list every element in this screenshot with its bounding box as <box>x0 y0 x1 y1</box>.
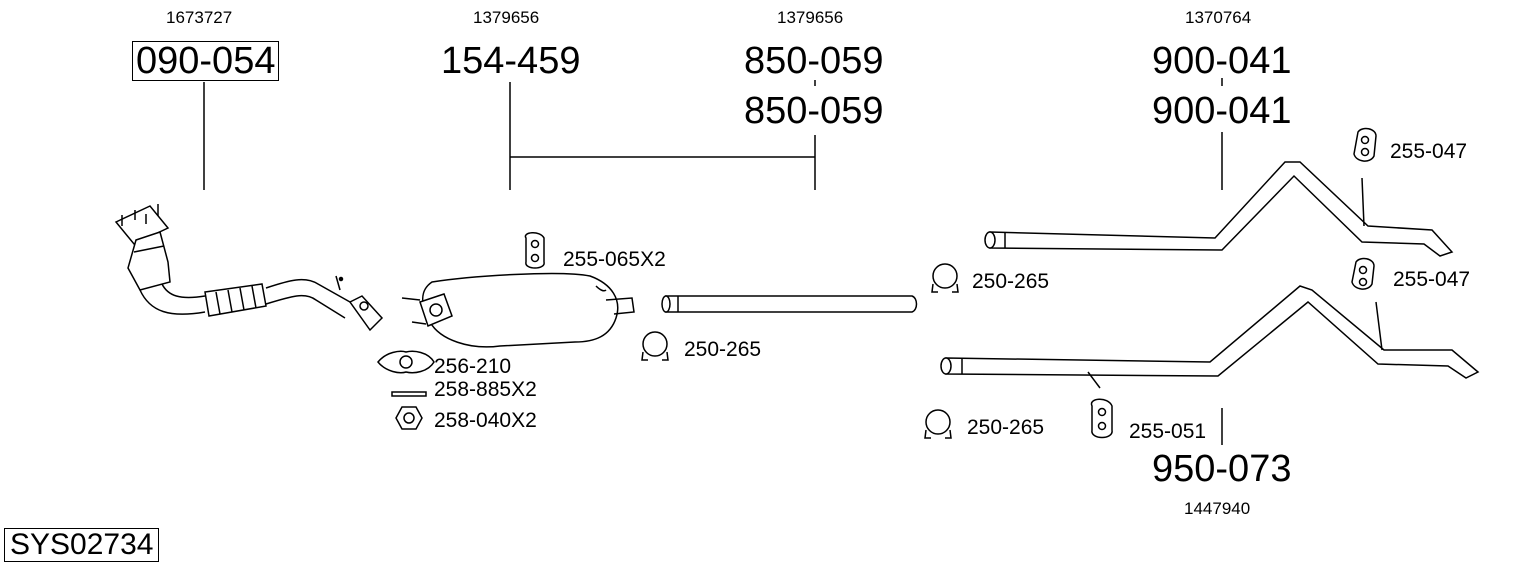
part-number-link[interactable]: 090-054 <box>132 41 280 81</box>
accessory-label[interactable]: 255-047 <box>1390 140 1468 163</box>
accessory-label[interactable]: 250-265 <box>972 270 1050 293</box>
oe-number: 1379656 <box>777 8 844 27</box>
accessory-label[interactable]: 255-051 <box>1129 420 1207 443</box>
accessory-label[interactable]: 258-040X2 <box>434 409 537 432</box>
oe-number: 1447940 <box>1184 499 1251 518</box>
part-number-link[interactable]: 154-459 <box>441 40 581 82</box>
system-code: SYS02734 <box>4 528 160 562</box>
oe-number: 1379656 <box>473 8 540 27</box>
part-number-link[interactable]: 900-041 <box>1152 40 1292 82</box>
hanger-icon <box>1351 257 1375 290</box>
part-number-link[interactable]: 950-073 <box>1152 448 1292 490</box>
front-pipe-catalyst <box>114 204 384 332</box>
middle-silencer <box>401 272 635 348</box>
clamp-icon <box>924 409 952 439</box>
accessory-label[interactable]: 255-065X2 <box>563 248 666 271</box>
part-number-link[interactable]: 900-041 <box>1152 90 1292 132</box>
clamp-icon <box>641 331 669 361</box>
oe-number: 1370764 <box>1185 8 1252 27</box>
accessory-label[interactable]: 255-047 <box>1393 268 1471 291</box>
accessory-label[interactable]: 250-265 <box>684 338 762 361</box>
accessory-label[interactable]: 258-885X2 <box>434 378 537 401</box>
part-number-link[interactable]: 850-059 <box>744 40 884 82</box>
intermediate-pipe <box>661 295 918 313</box>
gasket-icon <box>377 350 435 374</box>
rear-pipe-lower <box>940 285 1480 389</box>
oe-number: 1673727 <box>166 8 233 27</box>
nut-icon <box>395 406 423 430</box>
clamp-icon <box>931 263 959 293</box>
part-number-link[interactable]: 850-059 <box>744 90 884 132</box>
rear-pipe-upper <box>984 161 1454 257</box>
hanger-icon <box>524 232 545 269</box>
accessory-label[interactable]: 250-265 <box>967 416 1045 439</box>
accessory-label[interactable]: 256-210 <box>434 355 512 378</box>
hanger-icon <box>1090 398 1113 439</box>
hanger-icon <box>1353 127 1377 162</box>
bolt-icon <box>391 391 427 397</box>
